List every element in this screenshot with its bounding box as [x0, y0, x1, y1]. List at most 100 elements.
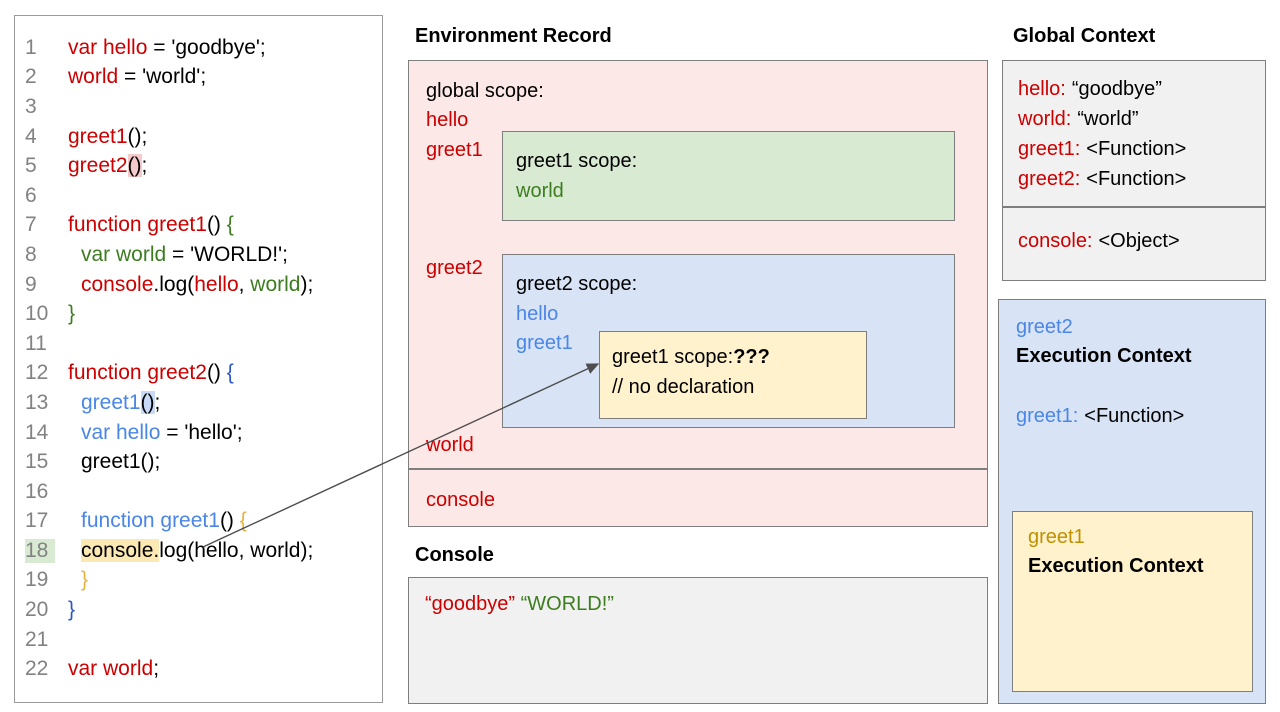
greet1-context-label: greet1 — [1028, 526, 1085, 548]
line-number: 10 — [25, 302, 49, 326]
code-token: () — [206, 213, 227, 237]
line-number: 6 — [25, 183, 37, 207]
line-number: 9 — [25, 272, 37, 296]
code-token: var hello — [81, 420, 161, 444]
code-line: 15 greet1(); — [15, 447, 382, 477]
code-token: var world — [68, 657, 154, 681]
global-var-world: world — [426, 434, 474, 456]
code-token: greet1(); — [81, 450, 161, 474]
global-context-row: world:“world” — [1018, 108, 1139, 130]
code-token: function greet1 — [81, 509, 220, 533]
greet1-execution-context-box: greet1 Execution Context — [1012, 511, 1253, 692]
global-scope-label: global scope: — [426, 80, 544, 102]
code-line: 17 function greet1() { — [15, 507, 382, 537]
greet2-scope-var-greet1: greet1 — [516, 332, 573, 354]
greet2-context-label: greet2 — [1016, 316, 1073, 338]
code-token: greet1 — [68, 124, 128, 148]
code-token: () — [219, 509, 240, 533]
greet1-context-title: Execution Context — [1028, 555, 1204, 577]
code-text: greet1(); — [68, 450, 160, 474]
code-text: } — [68, 598, 75, 622]
code-text: console.log(hello, world); — [68, 538, 314, 563]
code-token: = 'hello'; — [160, 420, 243, 444]
code-token: , — [238, 272, 251, 296]
code-line: 18 console.log(hello, world); — [15, 536, 382, 566]
line-number: 3 — [25, 94, 37, 118]
global-var-hello: hello — [426, 109, 469, 131]
line-number: 2 — [25, 65, 37, 89]
code-token: console. — [81, 538, 160, 562]
code-token: () — [127, 154, 142, 178]
unresolved-greet1-scope-title: greet1 scope:??? — [612, 346, 770, 368]
code-token: () — [140, 390, 155, 414]
code-text: greet2(); — [68, 154, 147, 178]
code-token: ; — [141, 154, 148, 178]
code-line: 2 world = 'world'; — [15, 63, 382, 93]
code-token: “goodbye” — [425, 593, 516, 615]
console-object-box: console:<Object> — [1002, 207, 1266, 281]
code-text: var hello = 'hello'; — [68, 421, 243, 445]
global-var-greet2: greet2 — [426, 257, 483, 279]
code-text: function greet1() { — [68, 509, 247, 533]
line-number: 18 — [25, 538, 55, 563]
code-text: greet1(); — [68, 125, 147, 149]
code-token: world — [250, 272, 301, 296]
code-token: ; — [153, 657, 160, 681]
code-line: 10} — [15, 299, 382, 329]
code-token: = 'goodbye'; — [147, 35, 266, 59]
greet1-scope-label: greet1 scope: — [516, 150, 638, 172]
code-token: ); — [300, 272, 314, 296]
code-text: } — [68, 568, 88, 592]
code-line: 22 var world; — [15, 654, 382, 684]
code-line: 11 — [15, 329, 382, 359]
code-token: = 'WORLD!'; — [166, 242, 288, 266]
code-token: .log( — [153, 272, 195, 296]
line-number: 5 — [25, 154, 37, 178]
code-token: console — [81, 272, 154, 296]
code-text: world = 'world'; — [68, 65, 206, 89]
global-context-title: Global Context — [1013, 25, 1156, 47]
code-line: 3 — [15, 92, 382, 122]
no-declaration-comment: // no declaration — [612, 375, 755, 398]
code-token: { — [226, 213, 234, 237]
code-token: world — [68, 65, 119, 89]
line-number: 17 — [25, 509, 49, 533]
code-token: { — [239, 509, 247, 533]
code-token: var hello — [68, 35, 148, 59]
greet2-scope-box: greet2 scope: hello greet1 greet1 scope:… — [502, 254, 955, 428]
global-scope-box: global scope: hello greet1 greet2 world … — [408, 60, 988, 469]
global-context-row: greet2:<Function> — [1018, 168, 1187, 190]
code-panel: 1 var hello = 'goodbye'; 2 world = 'world';… — [14, 15, 383, 703]
code-token: = 'world'; — [118, 65, 207, 89]
code-token: } — [68, 598, 76, 622]
line-number: 15 — [25, 450, 49, 474]
environment-record-title: Environment Record — [415, 25, 612, 47]
greet1-scope-var-world: world — [516, 179, 564, 202]
code-text: var hello = 'goodbye'; — [68, 36, 266, 60]
unresolved-greet1-scope-box: greet1 scope:??? // no declaration — [599, 331, 867, 419]
greet2-scope-var-hello: hello — [516, 302, 559, 325]
global-var-greet1: greet1 — [426, 139, 483, 161]
line-number: 22 — [25, 657, 49, 681]
line-number: 8 — [25, 242, 37, 266]
code-token: hello — [194, 272, 239, 296]
greet1-scope-box: greet1 scope: world — [502, 131, 955, 221]
line-number: 13 — [25, 390, 49, 414]
line-number: 7 — [25, 213, 37, 237]
code-text: var world = 'WORLD!'; — [68, 243, 288, 267]
code-text: function greet2() { — [68, 361, 234, 385]
code-line: 6 — [15, 181, 382, 211]
line-number: 12 — [25, 361, 49, 385]
unknown-marker: ??? — [733, 346, 770, 368]
code-text: greet1(); — [68, 390, 160, 415]
global-context-row: hello:“goodbye” — [1018, 78, 1162, 100]
line-number: 1 — [25, 35, 37, 59]
code-token: greet1 — [81, 390, 141, 414]
greet2-execution-context-box: greet2 Execution Context greet1:<Functio… — [998, 299, 1266, 704]
code-token: } — [68, 302, 76, 326]
code-token: log(hello, world); — [159, 538, 314, 562]
code-text: var world; — [68, 657, 159, 681]
code-token: greet2 — [68, 154, 128, 178]
